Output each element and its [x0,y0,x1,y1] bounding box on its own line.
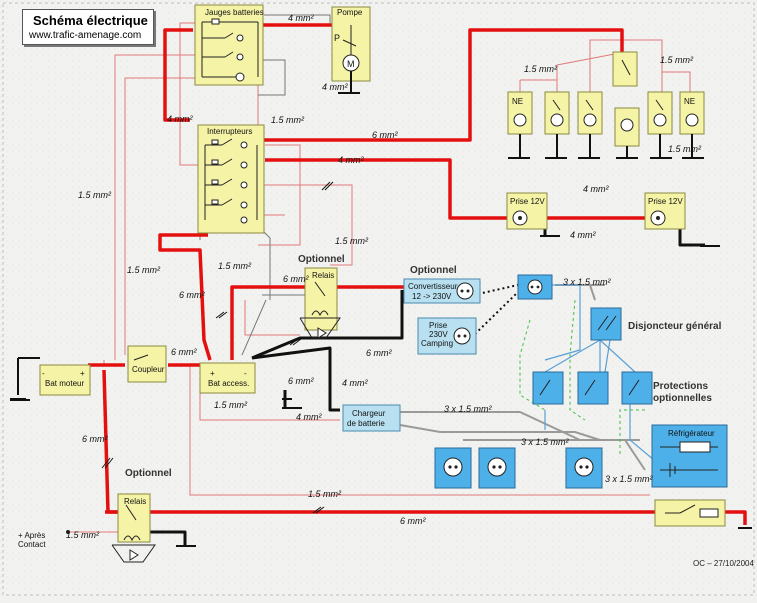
interrupteurs-label: Interrupteurs [207,127,252,136]
wire-inverter: 6 mm² [366,348,393,358]
relay-bottom-box [66,493,156,563]
wire-lights-bottom: 1.5 mm² [668,144,702,154]
prise230-label-2: 230V [429,330,448,339]
relais-top-label: Relais [312,271,334,280]
battery-gauges-box [194,4,264,86]
wire-charger-red: 4 mm² [296,412,323,422]
protections-label-2: optionnelles [653,393,712,404]
wire-charger-feed: 4 mm² [342,378,369,388]
jauges-label: Jauges batteries [205,8,264,17]
chargeur-label-2: de batterie [347,419,385,428]
socket-inlet [517,274,553,300]
neon-label-1: NE [512,97,523,106]
wire-fridge-cmd: 1.5 mm² [308,489,342,499]
convertisseur-label-1: Convertisseur [408,282,458,291]
relais-bottom-label: Relais [124,497,146,506]
socket-12v-2 [644,192,686,230]
bat-moteur-label: Bat moteur [45,379,84,388]
bat-access-minus: - [244,369,247,378]
engine-battery [10,357,91,400]
bat-moteur-minus: - [42,369,45,378]
wire-jauge-left: 4 mm² [167,114,194,124]
inverter-box [403,278,481,304]
relay-top-box [299,267,341,339]
protections-label-1: Protections [653,381,708,392]
wire-jauge-inter: 1.5 mm² [271,115,305,125]
bat-access-plus: + [210,369,215,378]
wire-lights: 6 mm² [372,130,399,140]
ground-symbols [10,92,752,547]
optionnel-label-inverter: Optionnel [410,265,457,276]
pompe-m: M [347,59,355,69]
lights-row [507,51,705,158]
convertisseur-label-2: 12 -> 230V [412,292,452,301]
wire-lights-right: 1.5 mm² [660,55,694,65]
pompe-label: Pompe [337,8,363,17]
outlets-230v [434,447,603,489]
bat-access-label: Bat access. [208,379,249,388]
pump-box [331,6,371,92]
main-breaker [590,307,622,341]
coupler-box [127,345,167,383]
bat-moteur-plus: + [80,369,85,378]
coupleur-label: Coupleur [132,365,165,374]
wire-coupleur-left: 1.5 mm² [127,265,161,275]
optionnel-label-top: Optionnel [298,254,345,265]
prise230-label-3: Camping [421,339,453,348]
fridge-box [651,424,728,488]
fridge-12v-switch [654,499,726,527]
wire-relais-top: 1.5 mm² [335,236,369,246]
prise230-label-1: Prise [429,321,448,330]
wire-230-outlets: 3 x 1.5 mm² [521,437,570,447]
chargeur-label-1: Chargeur [352,409,386,418]
wire-fridge-power: 6 mm² [400,516,427,526]
pompe-p: P [334,33,340,43]
website-link[interactable]: www.trafic-amenage.com [29,30,142,41]
wire-prise12: 4 mm² [338,155,365,165]
wire-relais-feed: 6 mm² [283,274,310,284]
wire-pompe-ground: 4 mm² [322,82,349,92]
wire-jauge-pompe: 4 mm² [288,13,315,23]
credit-text: OC – 27/10/2004 [693,559,754,568]
wire-bat-low: 1.5 mm² [214,400,248,410]
wire-bat-motor-down: 6 mm² [82,434,109,444]
refrigerateur-label: Réfrigérateur [668,429,715,438]
wire-230-fridge: 3 x 1.5 mm² [605,474,654,484]
aux-battery [199,362,292,400]
title-box: Schéma électrique www.trafic-amenage.com [22,9,154,45]
wire-230-inlet: 3 x 1.5 mm² [563,277,612,287]
apres-contact-1: + Après [18,531,45,540]
wire-coupleur-bat: 6 mm² [171,347,198,357]
prise12v-label-1: Prise 12V [510,197,545,206]
apres-contact-2: Contact [18,540,46,549]
camping-socket-box [417,317,477,355]
wire-prise12-2: 4 mm² [583,184,610,194]
wire-left-vertical: 1.5 mm² [78,190,112,200]
charger-box [342,404,401,432]
disjoncteur-label: Disjoncteur général [628,321,722,332]
socket-12v-1 [506,192,548,230]
neon-label-2: NE [684,97,695,106]
prise12v-label-2: Prise 12V [648,197,683,206]
wire-apres-contact: 1.5 mm² [66,530,100,540]
page-title: Schéma électrique [33,13,148,28]
wire-prise12-ground: 4 mm² [570,230,597,240]
wire-bat-ground: 6 mm² [288,376,315,386]
wire-230-charger: 3 x 1.5 mm² [444,404,493,414]
wire-inter-bat: 1.5 mm² [218,261,252,271]
optionnel-label-bottom: Optionnel [125,468,172,479]
switches-box [197,124,265,234]
optional-breakers [532,371,653,405]
wire-lights-left: 1.5 mm² [524,64,558,74]
wire-bat-vertical: 6 mm² [179,290,206,300]
